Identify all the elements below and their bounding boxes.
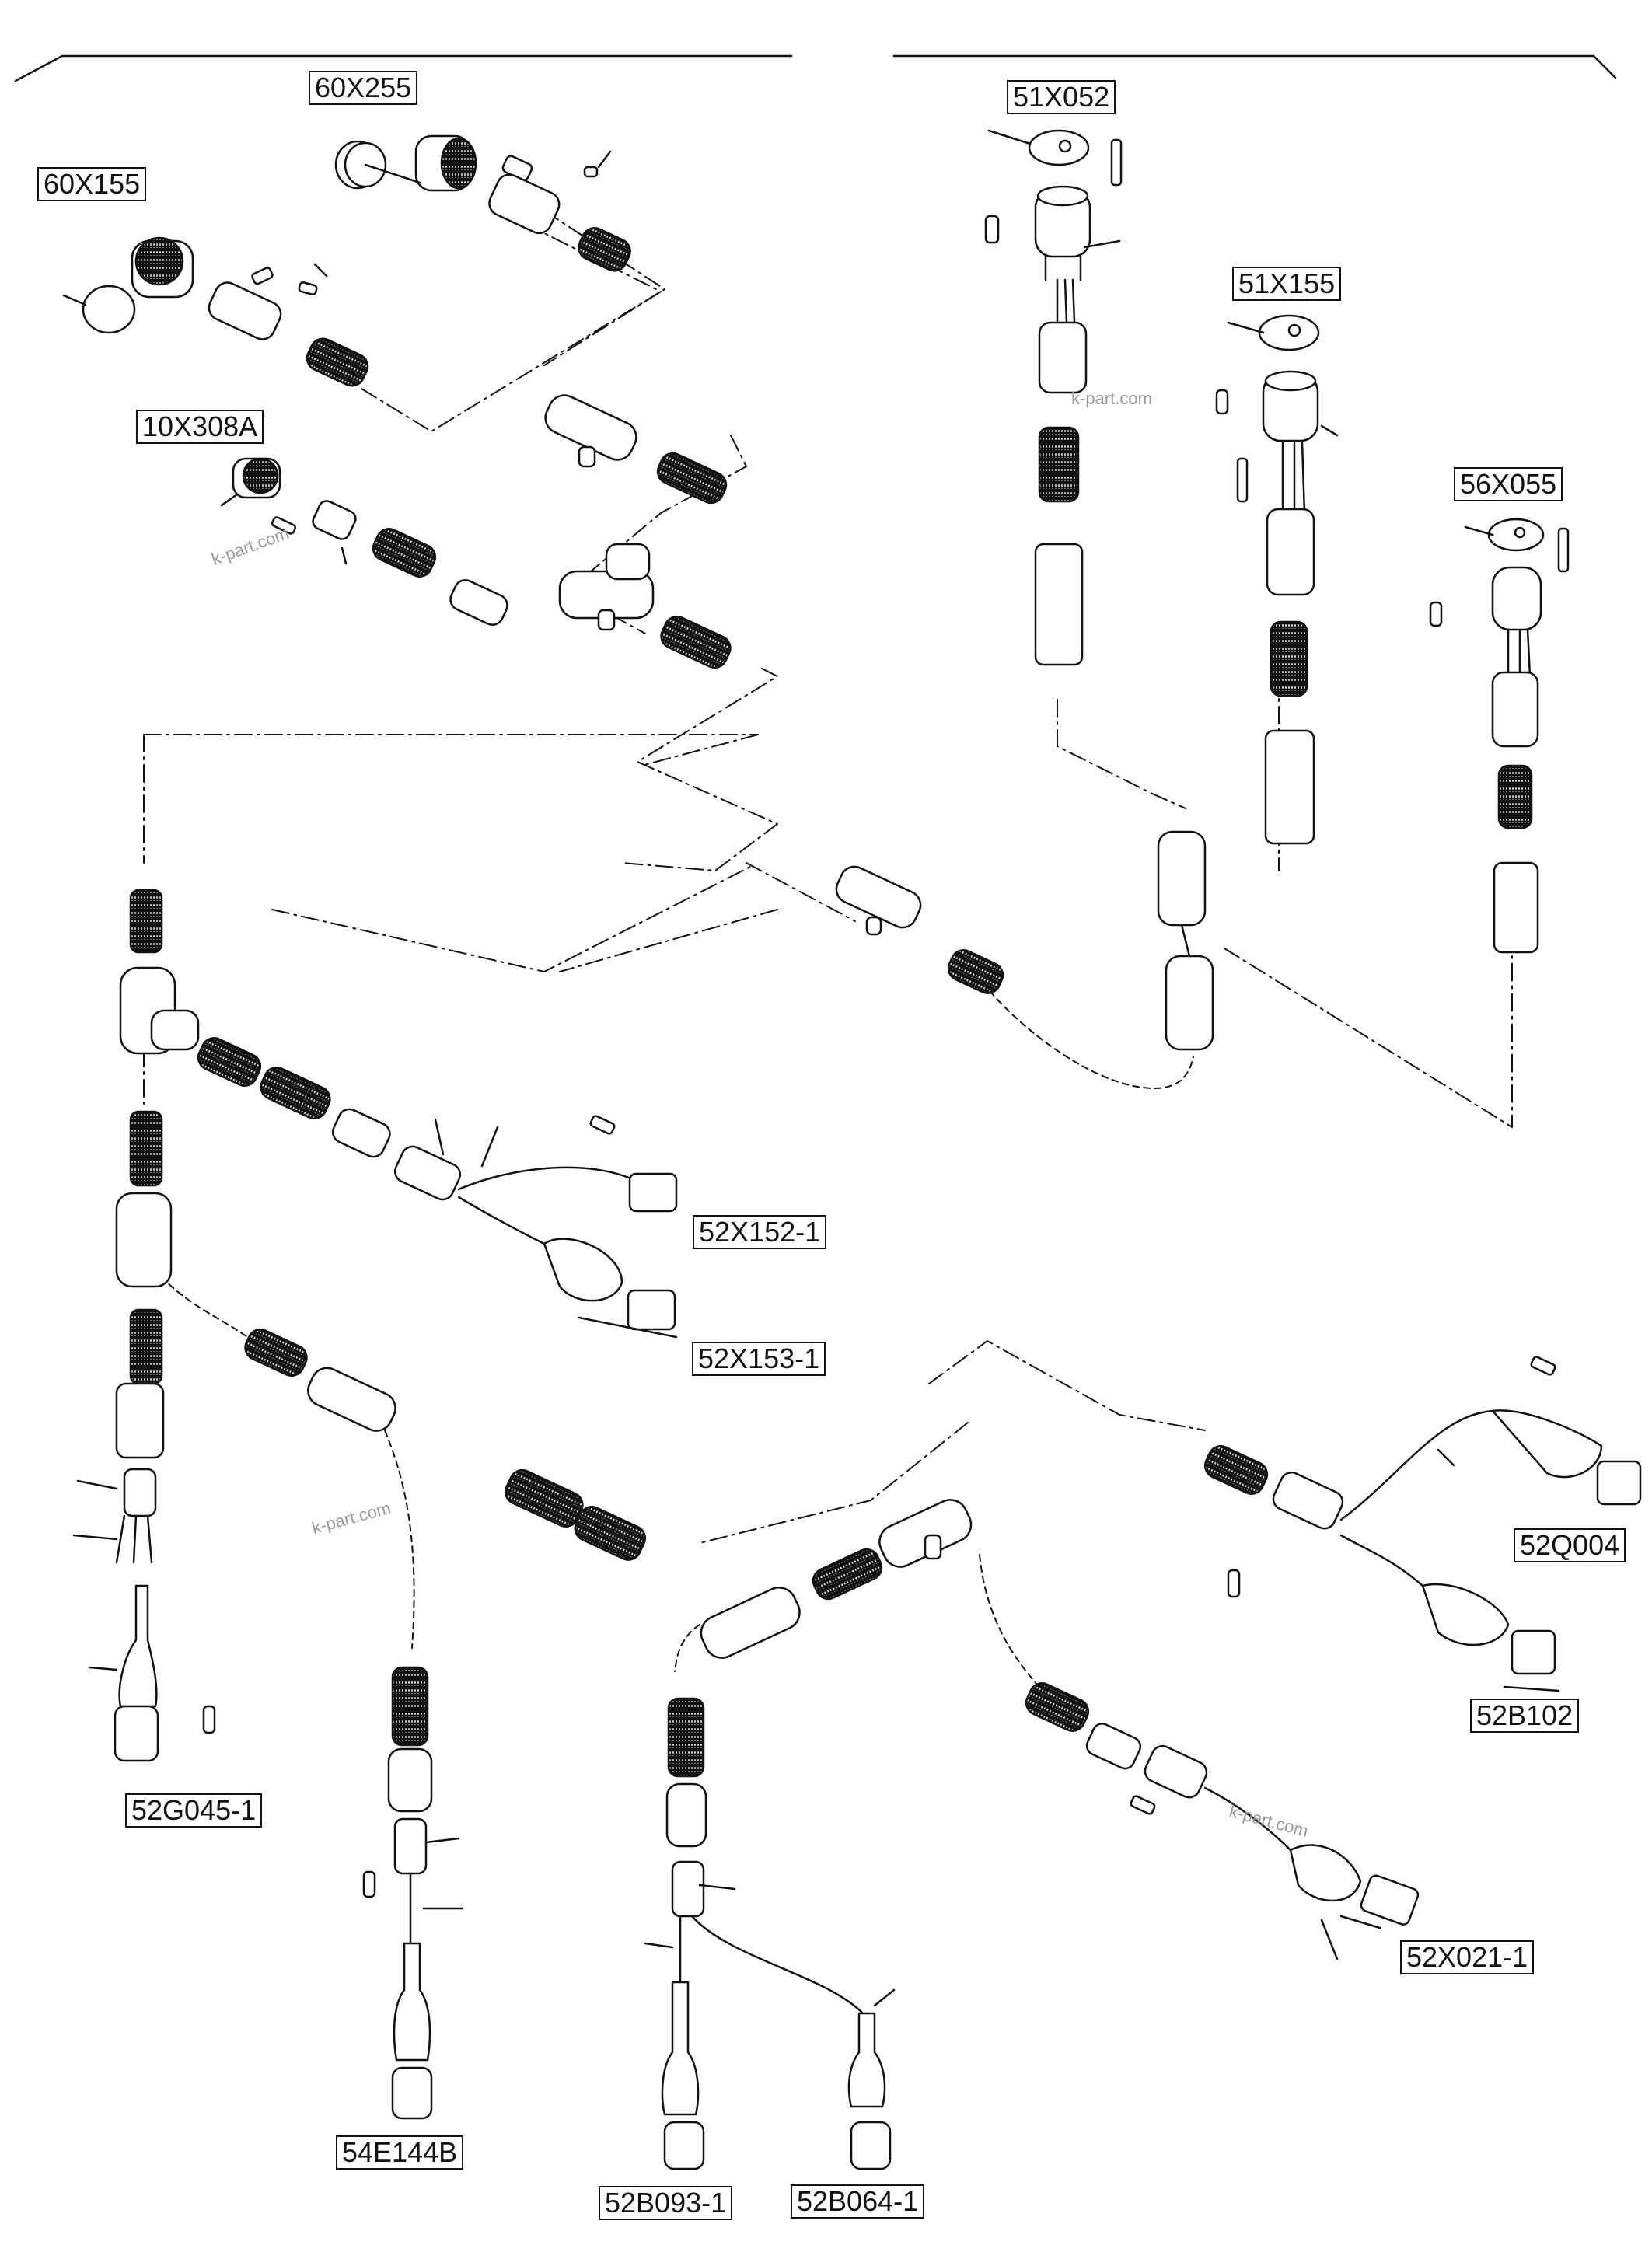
watermark: k-part.com <box>1071 389 1152 408</box>
label-60x255: 60X255 <box>309 71 418 105</box>
assembly-60x155 <box>62 236 369 387</box>
label-60x155: 60X155 <box>37 167 147 201</box>
branch-52x021 <box>1025 1682 1420 1960</box>
assembly-60x255 <box>334 134 631 272</box>
branch-52q004-52b102 <box>1203 1356 1642 1692</box>
label-52q004: 52Q004 <box>1514 1528 1626 1562</box>
assembly-51x155 <box>1215 314 1339 845</box>
label-52x152-1: 52X152-1 <box>693 1215 827 1249</box>
label-52g045-1: 52G045-1 <box>125 1793 263 1828</box>
label-51x052: 51X052 <box>1007 80 1116 114</box>
label-52x153-1: 52X153-1 <box>692 1342 826 1376</box>
y-joints-right <box>1157 830 1214 1051</box>
branch-54e144b <box>244 1328 464 2120</box>
label-52b102: 52B102 <box>1470 1699 1580 1733</box>
label-52b064-1: 52B064-1 <box>791 2184 925 2219</box>
branch-52b093-52b064 <box>504 1468 973 2170</box>
label-52x021-1: 52X021-1 <box>1400 1940 1535 1974</box>
t-joint-middle <box>835 865 1004 994</box>
label-51x155: 51X155 <box>1232 267 1342 301</box>
assembly-51x052 <box>984 129 1123 666</box>
label-54e144b: 54E144B <box>336 2135 464 2170</box>
assembly-56x055 <box>1429 518 1570 954</box>
left-column <box>72 889 216 1762</box>
routing-lines <box>143 190 1513 1544</box>
label-52b093-1: 52B093-1 <box>599 2186 733 2220</box>
frame-lines <box>14 54 1617 82</box>
branch-52x152-52x153 <box>197 1037 678 1339</box>
label-56x055: 56X055 <box>1454 467 1563 501</box>
assembly-10x308a <box>220 457 508 626</box>
label-10x308a: 10X308A <box>136 410 264 444</box>
t-joint-upper <box>544 394 732 669</box>
